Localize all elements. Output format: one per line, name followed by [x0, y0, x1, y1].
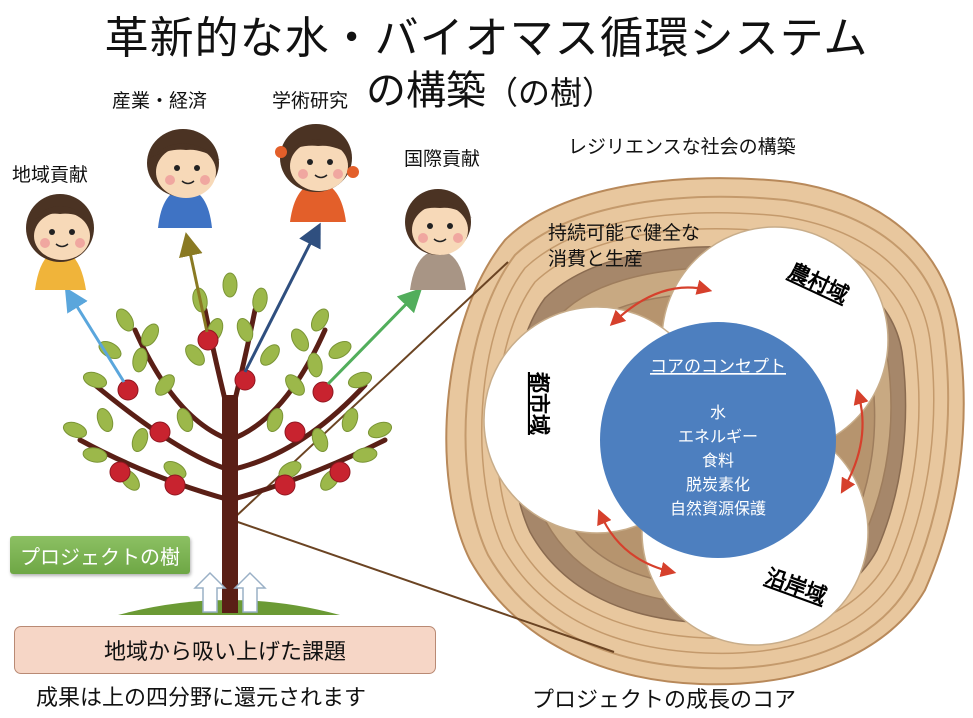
title-main: の構築 — [365, 68, 486, 114]
concept-item-resource-protection: 自然資源保護 — [670, 499, 766, 518]
person-industry — [147, 129, 220, 228]
person-academic — [275, 124, 359, 222]
tree-caption: 成果は上の四分野に還元されます — [36, 686, 367, 711]
label-resilient-society: レジリエンスな社会の構築 — [568, 136, 796, 158]
concept-item-decarbonization: 脱炭素化 — [686, 475, 750, 494]
concept-item-food: 食料 — [702, 451, 734, 470]
regional-issues-box: 地域から吸い上げた課題 — [14, 626, 436, 674]
arrow-to-regional — [64, 286, 126, 383]
label-sustainable-line2: 消費と生産 — [548, 248, 644, 270]
project-tree-label: プロジェクトの樹 — [10, 536, 190, 574]
arrow-to-industry — [179, 232, 209, 333]
title-line-1: 革新的な水・バイオマス循環システム — [104, 13, 869, 64]
leader-line-top — [231, 261, 509, 521]
arrow-urban-rural — [609, 279, 713, 327]
core-concept-circle — [600, 322, 836, 558]
core-caption: プロジェクトの成長のコア — [532, 688, 797, 713]
label-industry: 産業・経済 — [112, 90, 208, 112]
concept-title: コアのコンセプト — [650, 357, 786, 377]
arrow-rural-coastal — [840, 388, 869, 494]
label-sustainable-line1: 持続可能で健全な — [548, 222, 701, 244]
title-line-2: の構築（の樹） — [280, 58, 700, 116]
label-sustainable: 持続可能で健全な 消費と生産 — [548, 220, 700, 272]
concept-item-energy: エネルギー — [678, 427, 758, 446]
apple-tree — [62, 272, 393, 615]
arrow-to-international — [326, 287, 423, 386]
person-regional — [26, 194, 94, 290]
arrow-to-academic — [243, 222, 321, 373]
title-sub: （の樹） — [485, 74, 614, 112]
label-academic: 学術研究 — [272, 90, 349, 112]
urban-label: 都市域 — [527, 371, 551, 435]
leader-line-bottom — [231, 519, 615, 653]
arrow-urban-coastal — [597, 508, 677, 578]
person-international — [405, 189, 472, 290]
concept-item-water: 水 — [710, 403, 726, 422]
label-regional: 地域貢献 — [12, 164, 89, 186]
label-international: 国際貢献 — [404, 148, 481, 170]
